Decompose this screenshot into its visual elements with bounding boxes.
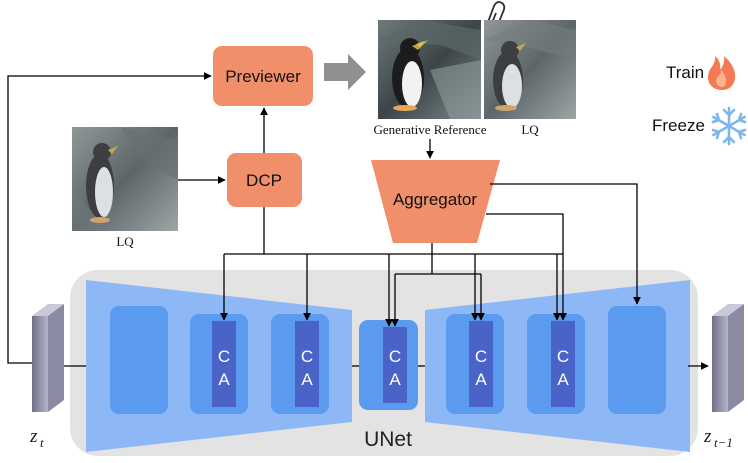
generative-reference-image: [378, 20, 481, 119]
unet-plain-block-left: [110, 306, 168, 414]
snowflake-icon: [711, 106, 747, 146]
dcp-label: DCP: [246, 171, 282, 190]
ca-block-2: C A: [271, 314, 329, 414]
ca-block-mid: C A: [359, 320, 418, 410]
ca-block-4: C A: [446, 314, 504, 414]
lq-left-image: [72, 127, 178, 231]
ca-1-bottom-label: A: [218, 370, 230, 389]
unet-plain-block-right: [608, 306, 666, 414]
connector-lines: [7, 72, 641, 364]
ca-4-bottom-label: A: [475, 370, 487, 389]
ca-4-top-label: C: [475, 347, 487, 366]
ca-2-top-label: C: [301, 347, 313, 366]
ca-block-1: C A: [190, 314, 248, 414]
lq-left-caption: LQ: [116, 234, 134, 249]
ca-5-top-label: C: [557, 347, 569, 366]
legend-freeze-label: Freeze: [652, 116, 705, 135]
aggregator-module: Aggregator: [371, 160, 500, 243]
previewer-module: Previewer: [213, 46, 313, 106]
ca-2-bottom-label: A: [301, 370, 313, 389]
latent-output-subscript: t−1: [714, 435, 733, 450]
latent-input-label: z: [29, 426, 38, 447]
flame-inner-icon: [716, 70, 726, 87]
latent-output-label: z: [703, 426, 712, 447]
latent-input-block: [32, 304, 64, 412]
legend-train-label: Train: [666, 63, 704, 82]
lq-top-caption: LQ: [521, 122, 539, 137]
ca-5-bottom-label: A: [557, 370, 569, 389]
previewer-label: Previewer: [225, 67, 301, 86]
generation-arrow: [324, 54, 366, 90]
aggregator-label: Aggregator: [393, 190, 477, 209]
dcp-module: DCP: [227, 153, 302, 207]
ca-mid-top-label: C: [389, 347, 401, 366]
lq-top-image: [484, 20, 576, 119]
latent-output-block: [712, 304, 744, 412]
ca-mid-bottom-label: A: [389, 370, 401, 389]
ca-1-top-label: C: [218, 347, 230, 366]
latent-input-subscript: t: [40, 435, 44, 450]
unet-label: UNet: [364, 428, 412, 451]
generative-reference-caption: Generative Reference: [374, 122, 487, 137]
ca-block-5: C A: [527, 314, 585, 414]
